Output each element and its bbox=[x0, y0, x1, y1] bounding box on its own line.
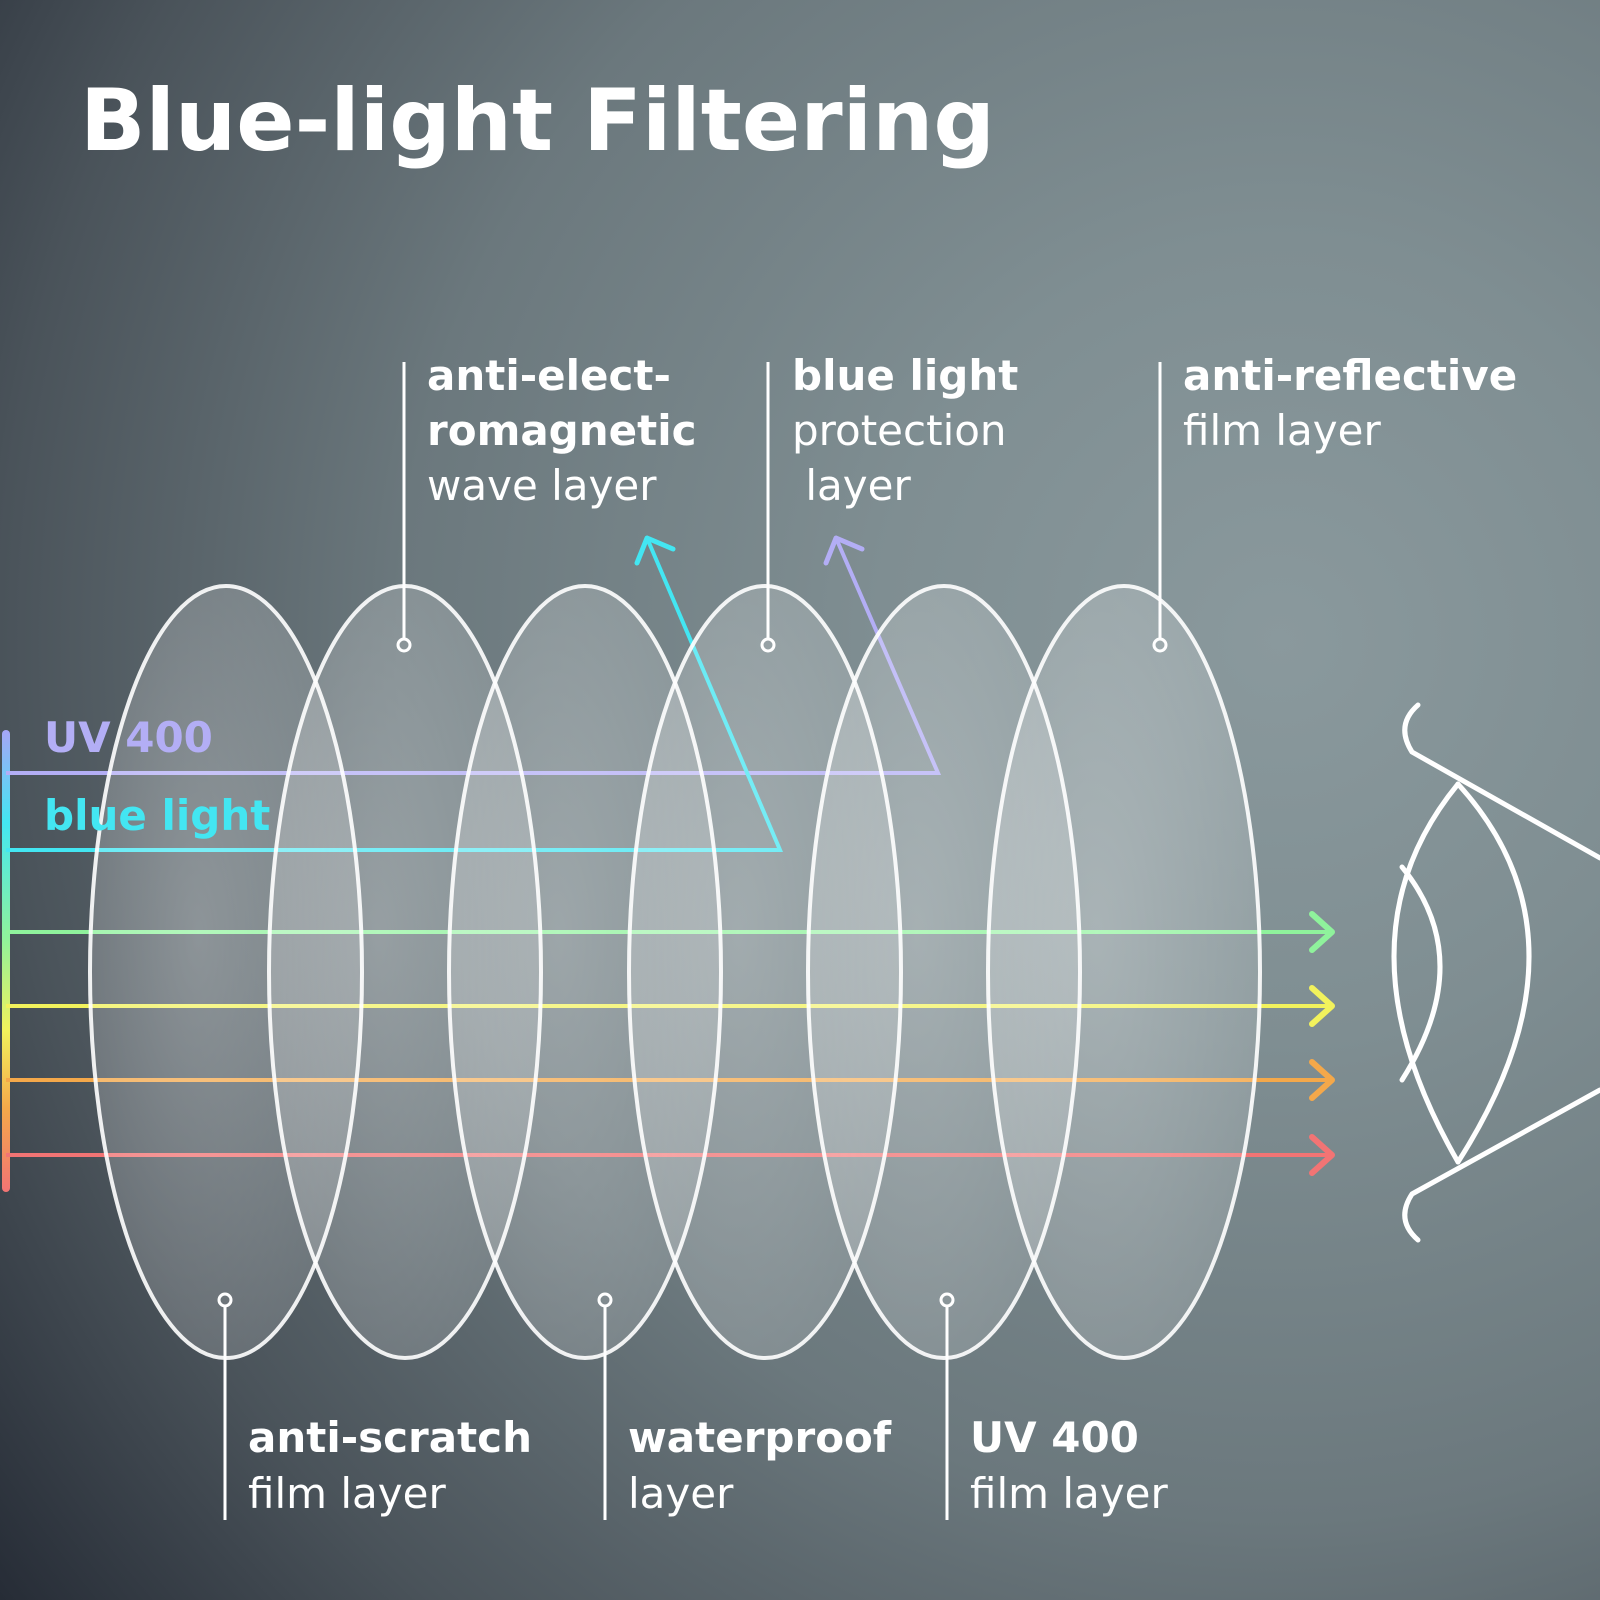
orange-ray-arrowhead bbox=[1309, 1059, 1335, 1101]
label-waterproof: waterproof layer bbox=[628, 1413, 896, 1518]
page-title: Blue-light Filtering bbox=[80, 71, 995, 171]
label-anti-electromagnetic: anti-elect- romagnetic wave layer bbox=[427, 351, 702, 510]
spectrum-source-bar bbox=[2, 730, 10, 1192]
leader-lines-top bbox=[396, 362, 1168, 653]
label-uv400-film: UV 400 film layer bbox=[970, 1413, 1168, 1518]
leader-lines-bottom bbox=[217, 1292, 955, 1520]
ray-label-uv400: UV 400 bbox=[44, 713, 213, 762]
uv400-ray-arrowhead bbox=[823, 535, 865, 566]
ray-label-blue-light: blue light bbox=[44, 791, 270, 840]
green-ray-arrowhead bbox=[1309, 911, 1335, 953]
eye-icon bbox=[1391, 702, 1600, 1243]
lens-anti-scratch bbox=[88, 584, 364, 1360]
yellow-ray-arrowhead bbox=[1309, 985, 1335, 1027]
lens-stack bbox=[88, 584, 1262, 1360]
blue-light-ray-arrowhead bbox=[634, 535, 676, 566]
red-ray-arrowhead bbox=[1309, 1134, 1335, 1176]
label-blue-light-protection: blue light protection layer bbox=[792, 351, 1023, 510]
label-anti-reflective: anti-reflective film layer bbox=[1183, 351, 1522, 455]
label-anti-scratch: anti-scratch film layer bbox=[248, 1413, 537, 1518]
